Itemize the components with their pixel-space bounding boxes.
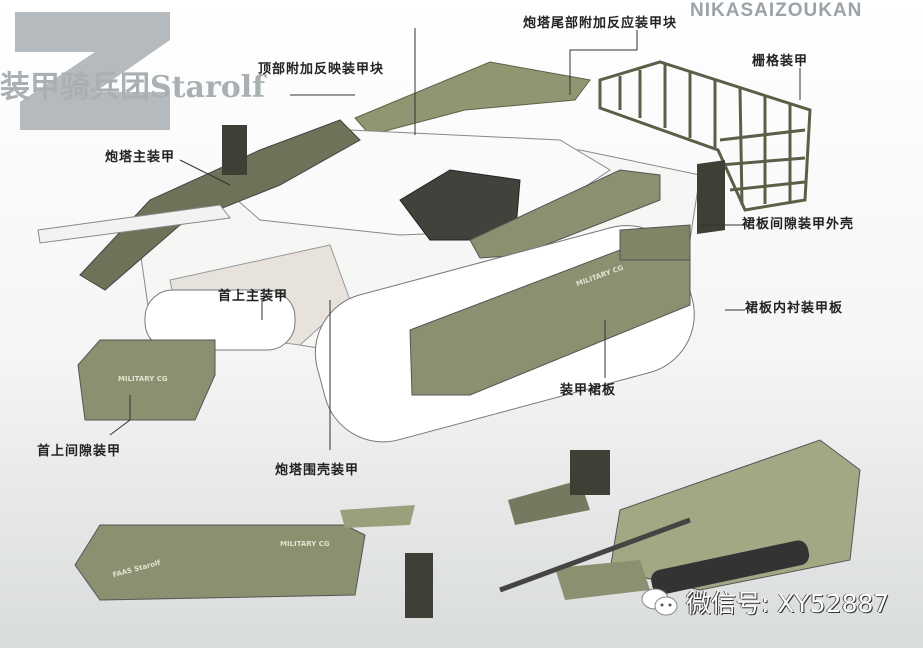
label-slat-armor: 栅格装甲 (752, 54, 809, 69)
slat-armor-cage (598, 60, 812, 212)
skirt-spaced-shell (619, 224, 691, 261)
skirt-liner-detail (405, 553, 433, 618)
main-gun (37, 204, 231, 244)
skirt-liner-plate (697, 160, 725, 235)
turret-shell-armor (469, 169, 661, 259)
watermark-site: NIKASAIZOUKAN (690, 0, 863, 21)
top-era-block (354, 61, 591, 136)
label-turret-shell-armor: 炮塔围壳装甲 (275, 463, 360, 478)
label-armor-skirt: 装甲裙板 (560, 383, 617, 398)
turret-cheek-armor (399, 169, 521, 241)
skirt-detail-view (74, 524, 366, 601)
label-skirt-liner-plate: 裙板内衬装甲板 (745, 301, 844, 316)
label-turret-rear-era: 炮塔尾部附加反应装甲块 (523, 16, 678, 31)
label-top-era: 顶部附加反映装甲块 (258, 62, 385, 77)
wechat-id: 微信号: XY52887 (686, 589, 890, 618)
label-turret-main-armor: 炮塔主装甲 (105, 150, 176, 165)
glacis-spaced-armor (77, 339, 216, 421)
stencil-military-3: MILITARY CG (280, 540, 330, 548)
label-glacis-spaced-armor: 首上间隙装甲 (37, 444, 122, 459)
wechat-watermark: 微信号: XY52887 (640, 584, 889, 620)
label-glacis-main-armor: 首上主装甲 (218, 289, 289, 304)
leader-lines (109, 28, 801, 450)
turret-rear-plate (222, 125, 247, 175)
stencil-military-2: MILITARY CG (118, 375, 168, 383)
label-skirt-spaced-shell: 裙板间隙装甲外壳 (742, 217, 855, 232)
skirt-detail-top (340, 505, 415, 528)
mini-tank-view (499, 439, 861, 600)
wechat-icon (641, 588, 678, 616)
watermark-z-logo (15, 12, 170, 130)
watermark-brand: 装甲骑兵团Starolf (0, 70, 266, 105)
